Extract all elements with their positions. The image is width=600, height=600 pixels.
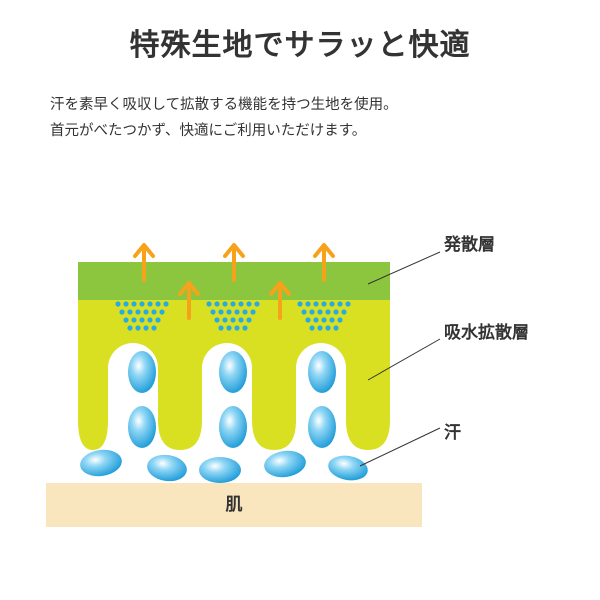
diffusion-dot: [147, 317, 152, 322]
diffusion-dot: [123, 301, 128, 306]
diffusion-dot: [337, 317, 342, 322]
sweat-droplets: [78, 351, 369, 484]
diffusion-dot: [309, 325, 314, 330]
sweat-droplet: [308, 406, 336, 448]
diffusion-dot: [301, 309, 306, 314]
diffusion-dot: [115, 301, 120, 306]
sweat-droplet: [145, 452, 188, 483]
diffusion-dot: [159, 309, 164, 314]
diffusion-dot: [246, 317, 251, 322]
diffusion-dot: [135, 325, 140, 330]
diffusion-dot: [254, 301, 259, 306]
diffusion-dot: [230, 301, 235, 306]
label-skin: 肌: [46, 483, 422, 527]
diffusion-dot: [242, 309, 247, 314]
diffusion-dot: [127, 325, 132, 330]
diffusion-dot: [345, 301, 350, 306]
diffusion-dot: [309, 309, 314, 314]
diffusion-dot: [147, 301, 152, 306]
diffusion-dot: [317, 325, 322, 330]
diffusion-dot: [226, 309, 231, 314]
diffusion-dot: [218, 309, 223, 314]
diffusion-dot: [218, 325, 223, 330]
diffusion-dot: [230, 317, 235, 322]
diffusion-dot: [238, 317, 243, 322]
diffusion-dot: [333, 309, 338, 314]
diffusion-dot: [214, 317, 219, 322]
sweat-droplet: [78, 447, 123, 479]
diffusion-dot: [321, 301, 326, 306]
sweat-droplet: [128, 406, 156, 448]
diffusion-dot: [321, 317, 326, 322]
diffusion-dot: [210, 309, 215, 314]
diffusion-dot: [242, 325, 247, 330]
diffusion-dot: [151, 309, 156, 314]
diffusion-dot: [250, 309, 255, 314]
diffusion-dot: [325, 309, 330, 314]
diffusion-dot: [234, 325, 239, 330]
diffusion-dot: [222, 317, 227, 322]
diffusion-dot: [325, 325, 330, 330]
diffusion-dot: [143, 325, 148, 330]
diffusion-dot: [341, 309, 346, 314]
sweat-droplet: [308, 351, 336, 393]
diffusion-dot: [222, 301, 227, 306]
sweat-droplet: [199, 457, 241, 483]
diffusion-dot: [123, 317, 128, 322]
diffusion-dot: [297, 301, 302, 306]
diffusion-dot: [143, 309, 148, 314]
diffusion-dot: [135, 309, 140, 314]
diffusion-dot: [119, 309, 124, 314]
diffusion-dot: [333, 325, 338, 330]
diffusion-dot: [317, 309, 322, 314]
diffusion-dot: [329, 301, 334, 306]
sweat-droplet: [326, 453, 370, 484]
diffusion-dot: [139, 317, 144, 322]
diffusion-dot: [151, 325, 156, 330]
diffusion-dot: [131, 317, 136, 322]
diffusion-dot: [155, 317, 160, 322]
diffusion-dot: [155, 301, 160, 306]
diffusion-dot: [234, 309, 239, 314]
label-absorption-layer: 吸水拡散層: [444, 318, 529, 343]
diffusion-dot: [246, 301, 251, 306]
diffusion-dot: [305, 317, 310, 322]
diffusion-dot: [313, 317, 318, 322]
diffusion-dot: [214, 301, 219, 306]
diffusion-dot: [131, 301, 136, 306]
sweat-droplet: [128, 351, 156, 393]
diffusion-dot: [163, 301, 168, 306]
diffusion-dot: [127, 309, 132, 314]
diffusion-dot: [206, 301, 211, 306]
diffusion-dot: [337, 301, 342, 306]
sweat-droplet: [219, 406, 247, 448]
label-sweat: 汗: [444, 418, 461, 443]
diffusion-dot: [139, 301, 144, 306]
diffusion-dot: [329, 317, 334, 322]
label-evaporation-layer: 発散層: [444, 230, 495, 255]
sweat-droplet: [219, 351, 247, 393]
diffusion-dot: [238, 301, 243, 306]
diffusion-dot: [305, 301, 310, 306]
diffusion-dot: [313, 301, 318, 306]
sweat-droplet: [262, 448, 307, 480]
diffusion-dot: [226, 325, 231, 330]
